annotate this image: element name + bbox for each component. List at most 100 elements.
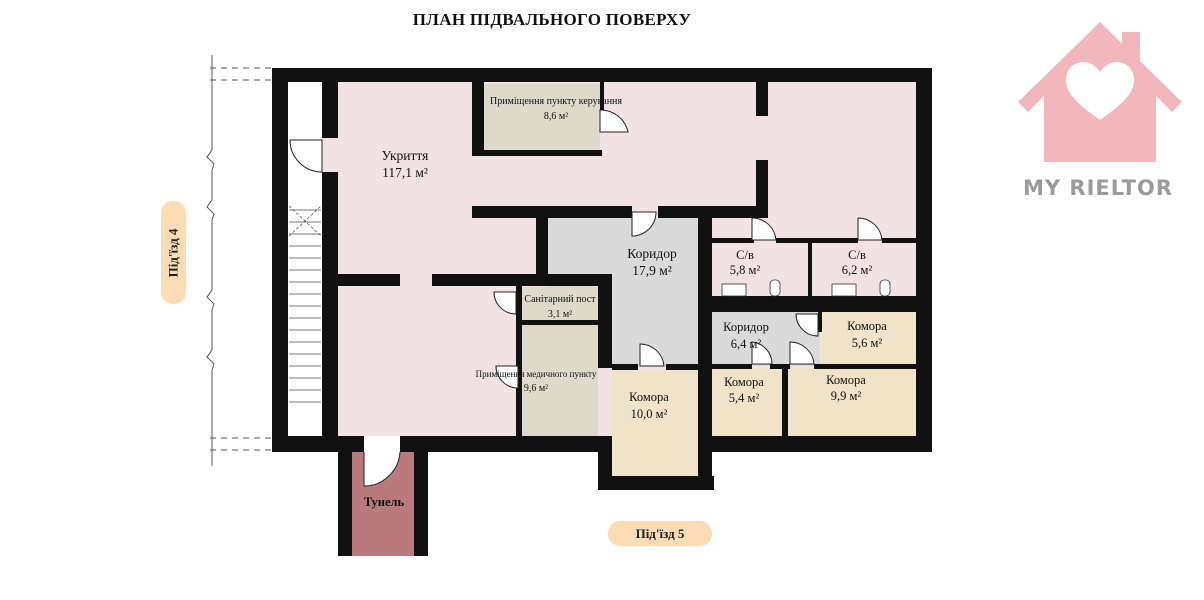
wall-med-right — [598, 274, 612, 368]
walls — [272, 68, 932, 556]
medical-room-fill — [520, 325, 598, 436]
sanitary-post-label: Санітарний пост — [524, 294, 596, 305]
wall-storage-row — [712, 364, 752, 369]
sanitary-post-area: 3,1 м² — [548, 309, 572, 320]
control-room-area: 8,6 м² — [544, 111, 568, 122]
tunnel-label: Тунель — [364, 495, 405, 509]
door-tunnel-icon — [363, 449, 401, 487]
sink-icon-2 — [831, 283, 857, 297]
wall-tunnel-left — [338, 452, 352, 556]
wall-storage-row-2 — [770, 364, 790, 369]
wall-vert-right-mid — [756, 160, 768, 206]
wc-2-label: С/в — [848, 248, 866, 262]
storage-4-label: Комора — [826, 373, 866, 387]
door-wc2-icon — [857, 217, 883, 241]
medical-room-area: 9,6 м² — [524, 383, 548, 394]
sink-icon — [721, 283, 747, 297]
wall-stair-inner — [322, 172, 338, 438]
wall-mid-horizontal — [472, 206, 632, 218]
wall-storage2-bottom — [598, 476, 714, 490]
wall-shelter-divider-1 — [338, 274, 400, 286]
toilet-icon-2 — [879, 279, 891, 297]
entrance-4-label: Під'їзд 4 — [165, 228, 181, 277]
wall-control-left — [472, 82, 484, 154]
toilet-icon — [769, 279, 781, 297]
entrance-4-badge: Під'їзд 4 — [161, 201, 186, 304]
wall-top — [272, 68, 932, 82]
wc-1-area: 5,8 м² — [730, 263, 761, 277]
door-corridor-icon — [631, 211, 657, 237]
wall-storage2-top — [612, 364, 638, 370]
storage-3-fill — [712, 368, 782, 436]
storage-2-fill — [612, 370, 698, 476]
wall-shelter-divider-2 — [432, 274, 612, 286]
doors — [289, 109, 883, 487]
wc-2-area: 6,2 м² — [842, 263, 873, 277]
wall-left — [272, 68, 288, 452]
storage-4-area: 9,9 м² — [831, 389, 862, 403]
entrance-5-badge: Під'їзд 5 — [608, 521, 712, 546]
sanitary-post-fill — [520, 287, 600, 321]
door-storage2-icon — [639, 343, 665, 367]
door-storage1-icon — [795, 313, 819, 337]
control-room-label: Приміщення пункту керування — [490, 96, 622, 107]
fixtures — [721, 279, 891, 297]
wall-wc-top — [712, 238, 754, 243]
entrance-5-label: Під'їзд 5 — [635, 525, 685, 541]
entrance-markers — [206, 55, 272, 466]
house-heart-icon — [1018, 22, 1182, 162]
storage-1-fill — [822, 312, 916, 364]
wall-wc-divider — [808, 243, 812, 297]
corridor-main-label: Коридор — [627, 246, 677, 261]
door-sanitary-icon — [493, 291, 517, 315]
shelter-area: 117,1 м² — [382, 165, 428, 180]
wc-2-fill — [812, 243, 916, 297]
wall-storage3-right — [782, 364, 788, 438]
wall-wc-bottom — [712, 296, 916, 312]
wall-tunnel-right — [414, 452, 428, 556]
shelter-label: Укриття — [382, 148, 429, 163]
storage-4-fill — [788, 368, 916, 436]
storage-3-area: 5,4 м² — [729, 391, 760, 405]
medical-room-label: Приміщення медичного пункту — [476, 369, 597, 379]
wall-right — [916, 68, 932, 452]
storage-2-area: 10,0 м² — [631, 407, 668, 421]
storage-1-label: Комора — [847, 319, 887, 333]
door-storage3-icon — [751, 341, 773, 365]
door-stair-icon — [289, 139, 323, 173]
wall-corridor-left — [536, 218, 548, 274]
room-fills — [280, 80, 918, 556]
door-control-icon — [599, 109, 629, 133]
staircase — [288, 205, 322, 403]
wall-corridor-small-right — [818, 312, 822, 332]
wall-vert-right-top — [756, 82, 768, 116]
staircase-fill — [288, 82, 322, 438]
wall-mid-horizontal-2 — [658, 206, 768, 218]
wall-control-right — [600, 82, 604, 112]
corridor-main-area: 17,9 м² — [632, 263, 672, 278]
wall-wc-top-3 — [882, 238, 916, 243]
wall-bottom-left — [272, 436, 364, 452]
logo-text: MY RIELTOR — [1023, 176, 1173, 200]
opening-tunnel — [364, 436, 400, 452]
wc-1-label: С/в — [736, 248, 754, 262]
wall-control-bottom — [472, 150, 602, 156]
door-medical-icon — [495, 365, 519, 389]
corridor-small-area: 6,4 м² — [731, 337, 762, 351]
storage-2-label: Комора — [629, 390, 669, 404]
wall-storage2-top-2 — [666, 364, 700, 370]
corridor-small-label: Коридор — [723, 320, 769, 334]
wall-med-left — [516, 286, 522, 436]
corridor-main-fill-2 — [598, 218, 698, 366]
door-storage4-icon — [789, 341, 815, 365]
storage-1-area: 5,6 м² — [852, 336, 883, 350]
plan-title: ПЛАН ПІДВАЛЬНОГО ПОВЕРХУ — [412, 10, 692, 29]
wall-storage-row-3 — [814, 364, 916, 369]
room-labels: Укриття 117,1 м² Приміщення пункту керув… — [364, 96, 887, 509]
wall-wc-top-2 — [776, 238, 858, 243]
wall-sanitary-bottom — [516, 320, 600, 325]
wall-storage2-right — [698, 206, 712, 490]
wall-bottom-mid — [400, 436, 612, 452]
wall-stair-top — [322, 82, 338, 138]
